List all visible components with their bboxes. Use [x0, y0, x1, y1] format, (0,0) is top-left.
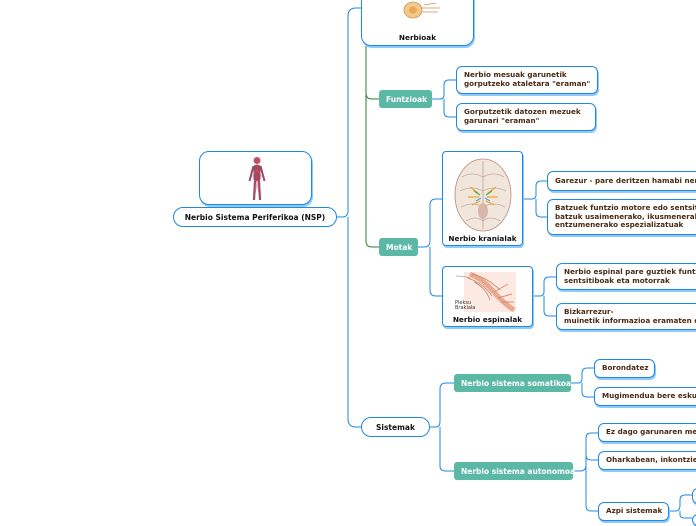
funtzioak-item-2[interactable]: Gorputzetik datozen mezuek garunari "era…	[456, 103, 596, 131]
azpi-child-1[interactable]	[692, 488, 696, 504]
human-body-icon	[247, 156, 267, 202]
somatikoa-item-2[interactable]: Mugimendua bere eskuetan	[594, 387, 696, 406]
azpi-child-2[interactable]	[692, 514, 696, 526]
kranialak-item-1[interactable]: Garezur - pare deritzen hamabi nerbio	[547, 171, 696, 191]
spinal-cord-icon	[454, 270, 520, 314]
espinalak-item-1[interactable]: Nerbio espinal pare guztiek funtzio sent…	[556, 263, 696, 290]
autonomoa-item-1[interactable]: Ez dago garunaren menpe	[598, 423, 696, 442]
nerve-illustration-icon	[396, 0, 442, 21]
funtzioak-item-1[interactable]: Nerbio mesuak garunetik gorputzeko atale…	[456, 66, 598, 94]
espinalak-label: Nerbio espinalak	[452, 315, 523, 324]
azpi-sistemak-node[interactable]: Azpi sistemak	[598, 502, 669, 521]
brain-cranial-nerves-icon	[452, 157, 514, 233]
nerbioak-node[interactable]: Nerbioak	[361, 0, 474, 46]
root-image-box	[199, 151, 312, 205]
motak-node[interactable]: Motak	[379, 238, 418, 256]
kranialak-node[interactable]: Nerbio kranialak	[442, 151, 523, 246]
espinalak-item-2[interactable]: Bizkarrezur- muinetik informazioa eramat…	[556, 303, 696, 330]
funtzioak-node[interactable]: Funtzioak	[379, 90, 432, 108]
somatikoa-node[interactable]: Nerbio sistema somatikoa	[454, 374, 571, 392]
nerbioak-label: Nerbioak	[398, 33, 437, 42]
autonomoa-node[interactable]: Nerbio sistema autonomoa	[454, 462, 575, 480]
autonomoa-item-2[interactable]: Oharkabean, inkontzienteki	[598, 451, 696, 470]
kranialak-label: Nerbio kranialak	[448, 234, 517, 243]
espinalak-node[interactable]: Pleksu Brakiala Nerbio espinalak	[442, 266, 533, 327]
sistemak-node[interactable]: Sistemak	[361, 417, 430, 437]
spinal-image-caption: Pleksu Brakiala	[455, 300, 476, 311]
somatikoa-item-1[interactable]: Borondatez	[594, 359, 655, 378]
root-node[interactable]: Nerbio Sistema Periferikoa (NSP)	[173, 207, 337, 227]
kranialak-item-2[interactable]: Batzuek funtzio motore edo sentsitiboa, …	[547, 199, 696, 235]
